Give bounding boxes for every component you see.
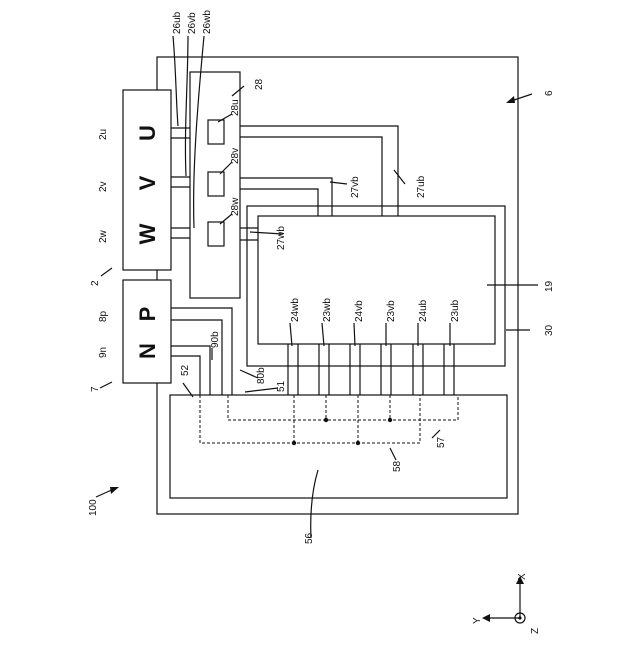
- wiring-57: [228, 395, 458, 420]
- busbar-27vb: [240, 178, 332, 216]
- label-52: 52: [180, 364, 191, 376]
- label-57: 57: [436, 436, 447, 448]
- label-23vb: 23vb: [386, 300, 397, 322]
- label-56: 56: [304, 532, 315, 544]
- label-9n: 9n: [98, 347, 109, 358]
- label-2v: 2v: [98, 181, 109, 192]
- label-19: 19: [544, 280, 555, 292]
- label-27vb: 27vb: [350, 176, 361, 198]
- label-26ub: 26ub: [172, 11, 183, 34]
- label-51: 51: [276, 380, 287, 392]
- label-24wb: 24wb: [290, 298, 301, 322]
- terminal-w: W: [135, 223, 160, 244]
- busbar-27ub: [240, 126, 398, 216]
- label-2w: 2w: [98, 229, 109, 243]
- wiring-58: [200, 395, 420, 443]
- label-27ub: 27ub: [416, 175, 427, 198]
- label-8p: 8p: [98, 310, 109, 322]
- board-56: [170, 395, 507, 498]
- label-28: 28: [254, 78, 265, 90]
- label-24vb: 24vb: [354, 300, 365, 322]
- label-28w: 28w: [230, 197, 241, 216]
- label-23ub: 23ub: [450, 299, 461, 322]
- signal-leads: [288, 344, 454, 395]
- label-7: 7: [90, 386, 101, 392]
- junction-dots: [292, 418, 392, 445]
- power-module-19: [258, 216, 495, 344]
- label-23wb: 23wb: [322, 298, 333, 322]
- terminal-p: P: [135, 307, 160, 322]
- terminal-v: V: [135, 175, 160, 190]
- label-6: 6: [544, 90, 555, 96]
- label-2: 2: [90, 280, 101, 286]
- wiring-taps: [294, 395, 390, 443]
- label-100: 100: [88, 499, 99, 516]
- axis-z-label: Z: [530, 628, 541, 634]
- terminal-u: U: [135, 125, 160, 141]
- busbar-80b: [171, 308, 232, 395]
- label-30: 30: [544, 324, 555, 336]
- label-27wb: 27wb: [276, 226, 287, 250]
- label-28v: 28v: [230, 148, 241, 164]
- axes-indicator: X Y Z: [472, 573, 541, 634]
- label-28u: 28u: [230, 99, 241, 116]
- busbar-26wb: [171, 228, 190, 238]
- busbar-26vb: [171, 177, 190, 187]
- label-24ub: 24ub: [418, 299, 429, 322]
- terminal-n: N: [135, 343, 160, 359]
- busbar-27wb: [240, 228, 258, 240]
- label-26wb: 26wb: [202, 10, 213, 34]
- terminal-block-7: [123, 280, 171, 383]
- busbar-26ub: [171, 128, 190, 138]
- axis-y-label: Y: [472, 617, 483, 624]
- label-58: 58: [392, 460, 403, 472]
- label-2u: 2u: [98, 129, 109, 140]
- axis-x-label: X: [517, 573, 528, 580]
- label-80b: 80b: [256, 367, 267, 384]
- label-26vb: 26vb: [187, 12, 198, 34]
- label-90b: 90b: [210, 331, 221, 348]
